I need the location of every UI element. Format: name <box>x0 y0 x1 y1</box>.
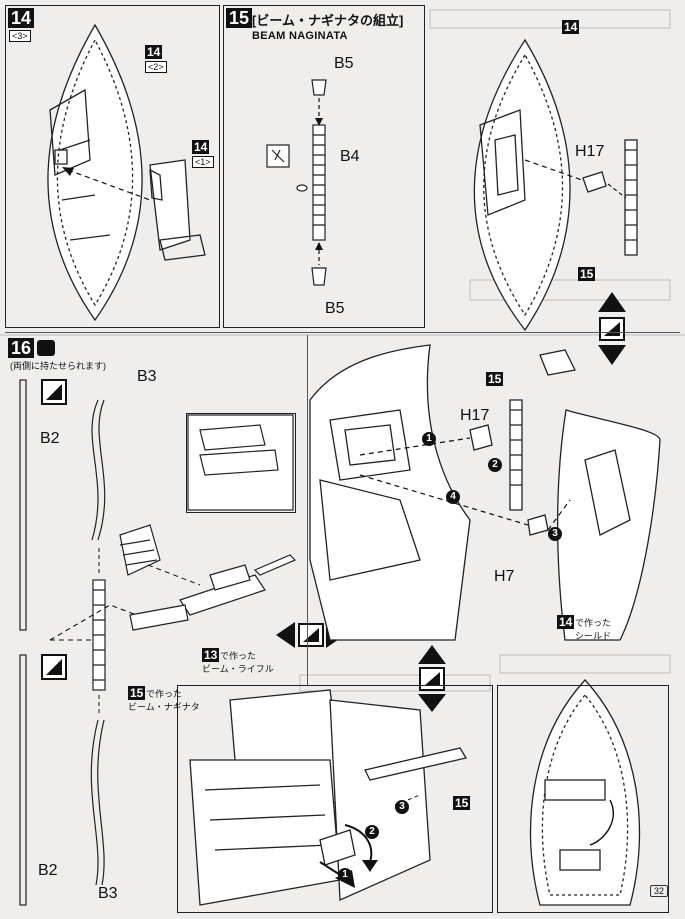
divider-vertical <box>307 335 308 685</box>
part-h17: H17 <box>575 143 605 160</box>
step-14-substep: <3> <box>9 30 31 42</box>
panel-step16-bottom <box>177 685 493 913</box>
part-b3-bottom: B3 <box>98 885 118 902</box>
order-marker-3: 3 <box>548 527 562 541</box>
ref-15-top-right: 15 <box>578 267 596 281</box>
part-b2-bottom: B2 <box>38 862 58 879</box>
callout-14-1-sub: <1> <box>192 156 214 168</box>
beam-blade-drawing <box>19 379 106 906</box>
hand-rifle-drawing <box>119 414 297 631</box>
step-14-number: 14 <box>8 8 35 28</box>
part-h17-right: H17 <box>460 407 490 424</box>
part-b5-top: B5 <box>334 55 354 72</box>
shield-inner-drawing <box>47 23 206 322</box>
step-15-title-en: BEAM NAGINATA <box>252 30 348 42</box>
part-b5-bottom: B5 <box>325 300 345 317</box>
callout-14-2: 14 <box>145 45 163 59</box>
bottom-marker-1: 1 <box>338 868 352 882</box>
both-hands-icon <box>37 340 55 356</box>
order-marker-2: 2 <box>488 458 502 472</box>
ref-13-text-2: ビーム・ライフル <box>202 664 274 674</box>
divider-horizontal <box>5 332 680 333</box>
ref-15-bottom: 15 <box>453 796 471 810</box>
ref-13: 13 <box>202 648 220 662</box>
page-number: 32 <box>650 885 669 897</box>
shield-assembly-drawing <box>473 38 638 332</box>
part-b3-top: B3 <box>137 368 157 385</box>
ref-15-text-2: ビーム・ナギナタ <box>128 702 200 712</box>
naginata-drawing <box>266 79 327 286</box>
rotate-arrow-vertical <box>598 292 626 365</box>
order-marker-1: 1 <box>422 432 436 446</box>
callout-14-2-sub: <2> <box>145 61 167 73</box>
ref-14-text-2: シールド <box>575 631 612 641</box>
panel-step16-inset <box>186 413 296 513</box>
step-15-number: 15 <box>226 8 253 28</box>
panel-step14-inner <box>5 5 220 328</box>
ref-15-left: 15 <box>128 686 146 700</box>
panel-step15 <box>223 5 425 328</box>
step-14-right-number: 14 <box>562 20 580 34</box>
order-marker-4: 4 <box>446 490 460 504</box>
bottom-marker-2: 2 <box>365 825 379 839</box>
robot-body-drawing <box>309 344 661 641</box>
part-h7: H7 <box>494 568 515 585</box>
callout-14-1: 14 <box>192 140 210 154</box>
panel-step16-bottom-right <box>497 685 669 913</box>
ref-15-right: 15 <box>486 372 504 386</box>
ref-14-text-1: で作った <box>575 618 612 628</box>
step-16-number: 16 <box>8 338 35 358</box>
step-16-note: (両側に持たせられます) <box>10 361 106 371</box>
step-15-title-jp: [ビーム・ナギナタの組立] <box>252 13 404 28</box>
ref-14: 14 <box>557 615 575 629</box>
part-b4: B4 <box>340 148 360 165</box>
ref-15-text-1: で作った <box>146 689 183 699</box>
ref-13-text-1: で作った <box>220 651 257 661</box>
rotate-arrow-vertical-2 <box>418 645 446 712</box>
robot-shield-bottom-drawing <box>189 679 641 906</box>
bottom-marker-3: 3 <box>395 800 409 814</box>
part-b2-top: B2 <box>40 430 60 447</box>
